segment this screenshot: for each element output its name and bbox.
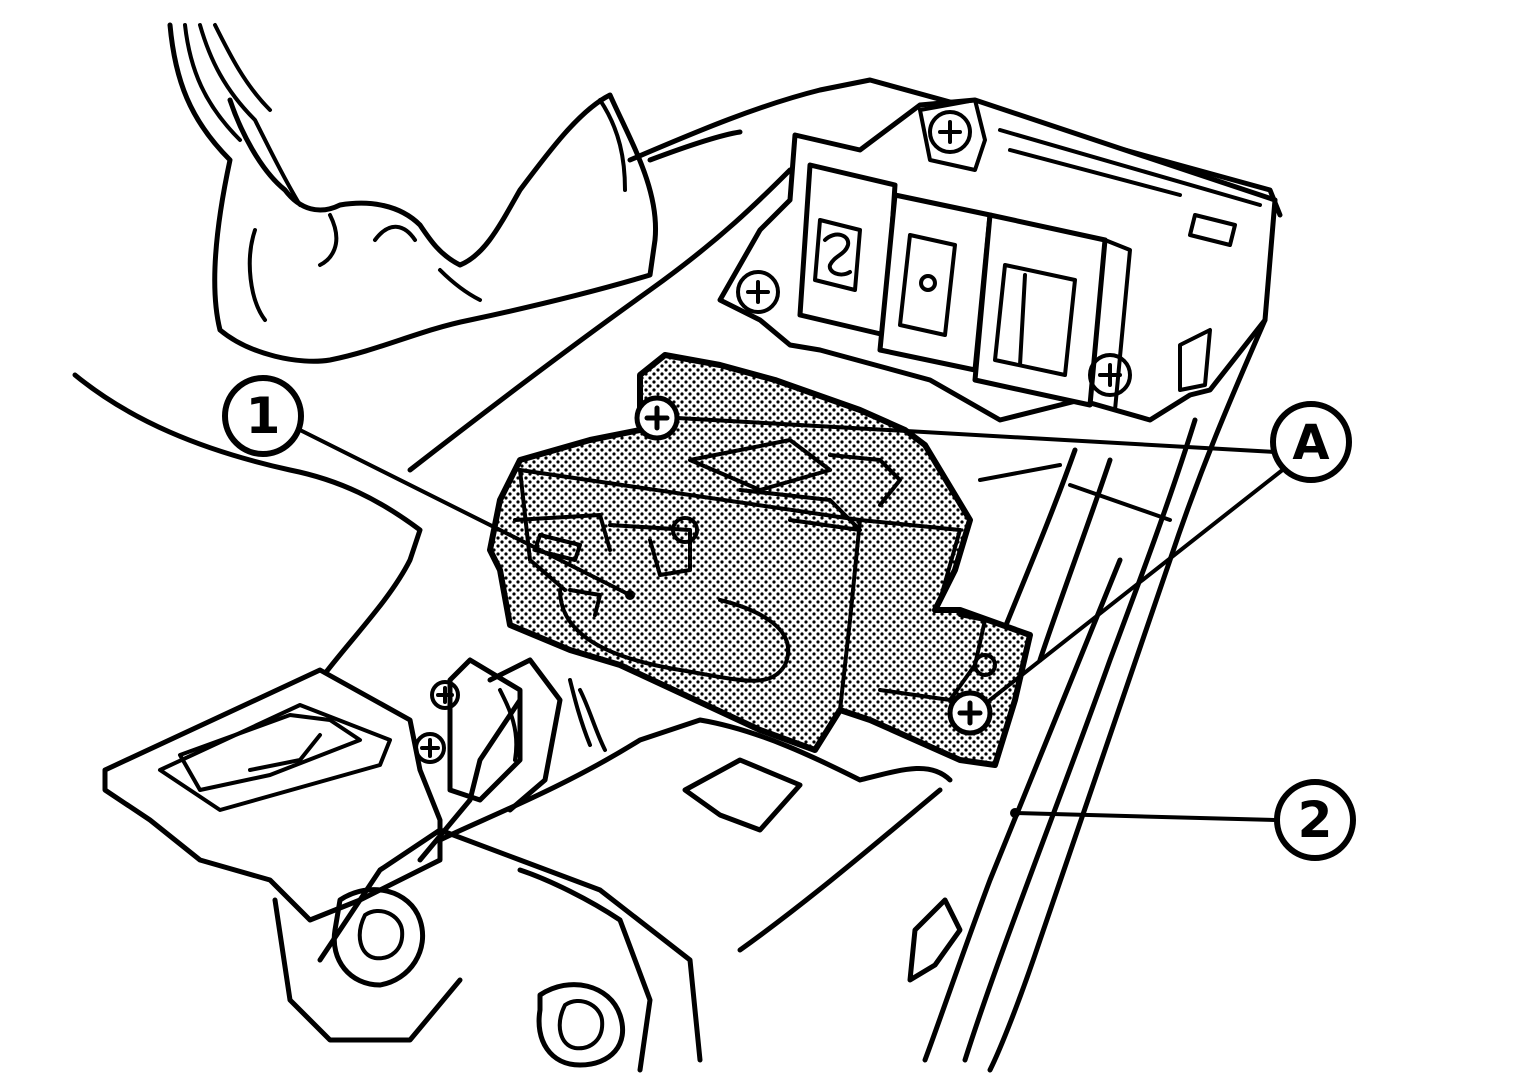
callout-fastener-a-label: A bbox=[1292, 415, 1329, 471]
console-frame bbox=[72, 77, 1283, 1073]
callout-fastener-a: A bbox=[1270, 401, 1352, 483]
relay-block-screw-right bbox=[1088, 353, 1132, 397]
callout-part-1: 1 bbox=[222, 375, 304, 457]
relay-block bbox=[717, 97, 1278, 423]
callout-part-2: 2 bbox=[1274, 779, 1356, 861]
relay-block-screw-left bbox=[736, 270, 780, 314]
wiring-harness bbox=[167, 22, 659, 364]
control-module-part-1 bbox=[487, 352, 1033, 768]
lower-console bbox=[102, 657, 953, 1073]
bracket-screw-lower bbox=[414, 732, 446, 764]
module-screw-lower bbox=[947, 690, 993, 736]
callout-part-2-label: 2 bbox=[1298, 791, 1333, 849]
module-screw-upper bbox=[634, 395, 680, 441]
callout-part-1-label: 1 bbox=[246, 387, 281, 445]
bracket-screw-upper bbox=[430, 680, 460, 710]
module-screw-small bbox=[973, 653, 997, 677]
leader-lines bbox=[298, 416, 1287, 822]
relay-block-screw-top bbox=[928, 110, 972, 154]
